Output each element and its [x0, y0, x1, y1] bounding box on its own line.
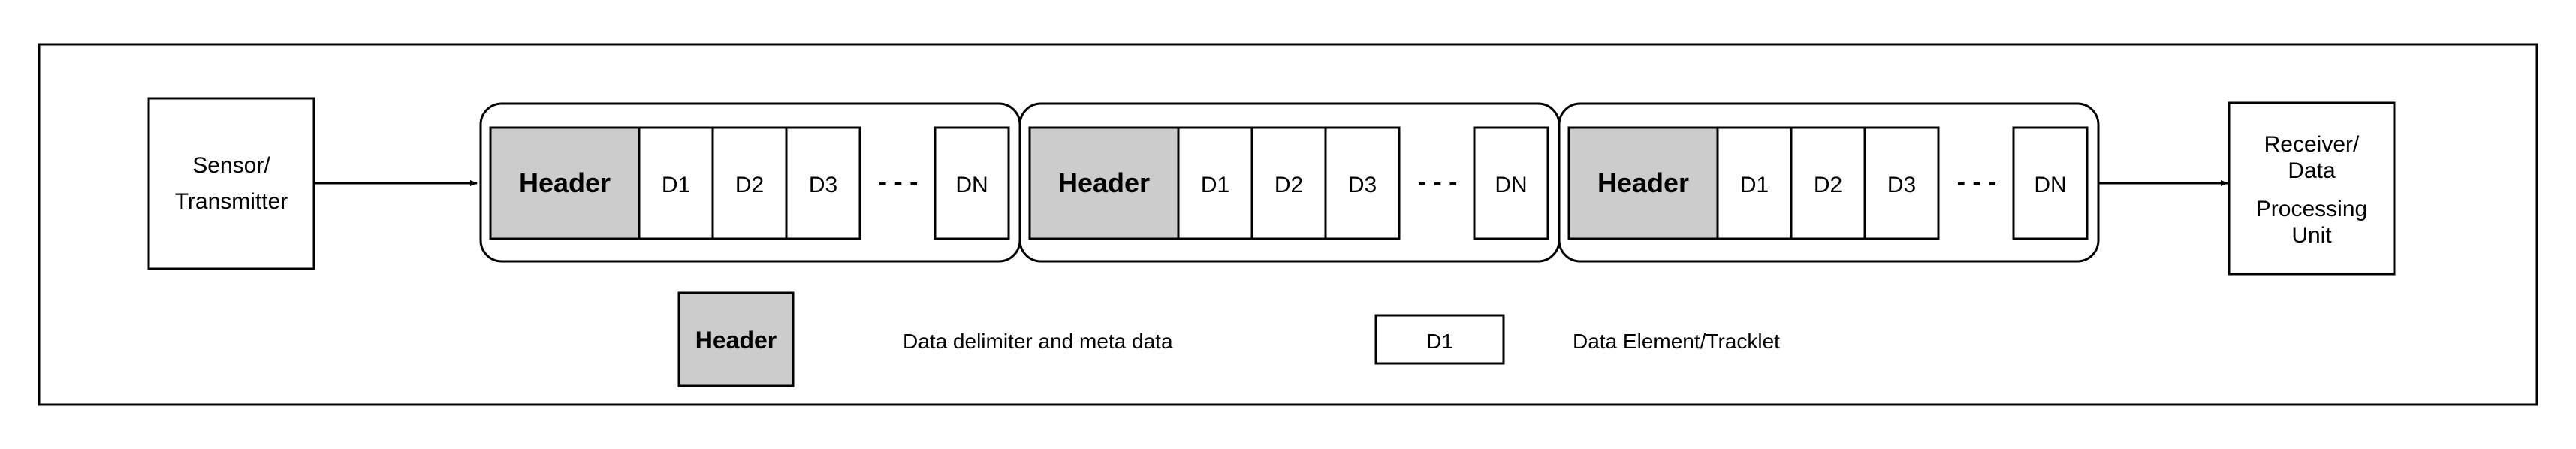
- packet-d2-cell: [1790, 126, 1866, 240]
- packet-header-label: Header: [1597, 167, 1689, 198]
- packet-group-outline: [1558, 102, 2100, 263]
- packet-d1-cell: [1177, 126, 1253, 240]
- packet-d1-label: D1: [1201, 173, 1229, 197]
- packet-dn-label: DN: [1495, 173, 1527, 197]
- packet-ellipsis: - - -: [1957, 168, 1997, 197]
- packet-d3-cell: [1863, 126, 1940, 240]
- packet-ellipsis: - - -: [879, 168, 918, 197]
- sensor-transmitter-node: Sensor/ Transmitter: [147, 97, 315, 270]
- packet-header-cell: [1567, 126, 1719, 240]
- receiver-label-line-2: Data: [2288, 158, 2336, 183]
- packet-ellipsis: - - -: [1418, 168, 1458, 197]
- legend-element-description: Data Element/Tracklet: [1573, 330, 1780, 353]
- sensor-label-line-1: Sensor/: [192, 153, 270, 178]
- packet-header-cell: [1028, 126, 1180, 240]
- packet-dn-label: DN: [955, 173, 988, 197]
- packet-dn-cell: [2012, 126, 2089, 240]
- packet-dn-cell: [934, 126, 1010, 240]
- legend-header-description: Data delimiter and meta data: [903, 330, 1173, 353]
- packet-d1-cell: [1716, 126, 1793, 240]
- packet-d3-label: D3: [1348, 173, 1377, 197]
- receiver-label-line-1: Receiver/: [2264, 132, 2360, 157]
- packet-d3-label: D3: [1887, 173, 1916, 197]
- legend-header-swatch: [677, 291, 795, 387]
- legend: Header Data delimiter and meta data D1 D…: [677, 291, 1780, 387]
- legend-element-swatch: [1374, 314, 1505, 365]
- packet-d2-label: D2: [1274, 173, 1303, 197]
- packet-d3-label: D3: [809, 173, 837, 197]
- packet-d1-cell: [638, 126, 714, 240]
- packet-d2-cell: [1250, 126, 1327, 240]
- packet-d1-label: D1: [662, 173, 690, 197]
- legend-element-label: D1: [1426, 330, 1453, 353]
- packet-d2-label: D2: [735, 173, 764, 197]
- sensor-label-line-2: Transmitter: [175, 189, 288, 214]
- packet-d1-label: D1: [1740, 173, 1769, 197]
- legend-header-label: Header: [695, 327, 777, 354]
- packet-dn-label: DN: [2034, 173, 2066, 197]
- packet-d2-cell: [711, 126, 788, 240]
- packet-d3-cell: [1324, 126, 1401, 240]
- receiver-node: Receiver/ Data Processing Unit: [2228, 101, 2396, 276]
- packet-1: Header D1 D2 D3 - - - DN: [479, 102, 1021, 263]
- packet-header-label: Header: [519, 167, 611, 198]
- packet-3: Header D1 D2 D3 - - - DN: [1558, 102, 2100, 263]
- packet-header-label: Header: [1058, 167, 1150, 198]
- packet-dn-cell: [1473, 126, 1549, 240]
- packet-d3-cell: [785, 126, 861, 240]
- receiver-label-line-3: Processing: [2256, 197, 2367, 221]
- packet-2: Header D1 D2 D3 - - - DN: [1018, 102, 1561, 263]
- packet-d2-label: D2: [1814, 173, 1842, 197]
- receiver-label-line-4: Unit: [2291, 223, 2332, 248]
